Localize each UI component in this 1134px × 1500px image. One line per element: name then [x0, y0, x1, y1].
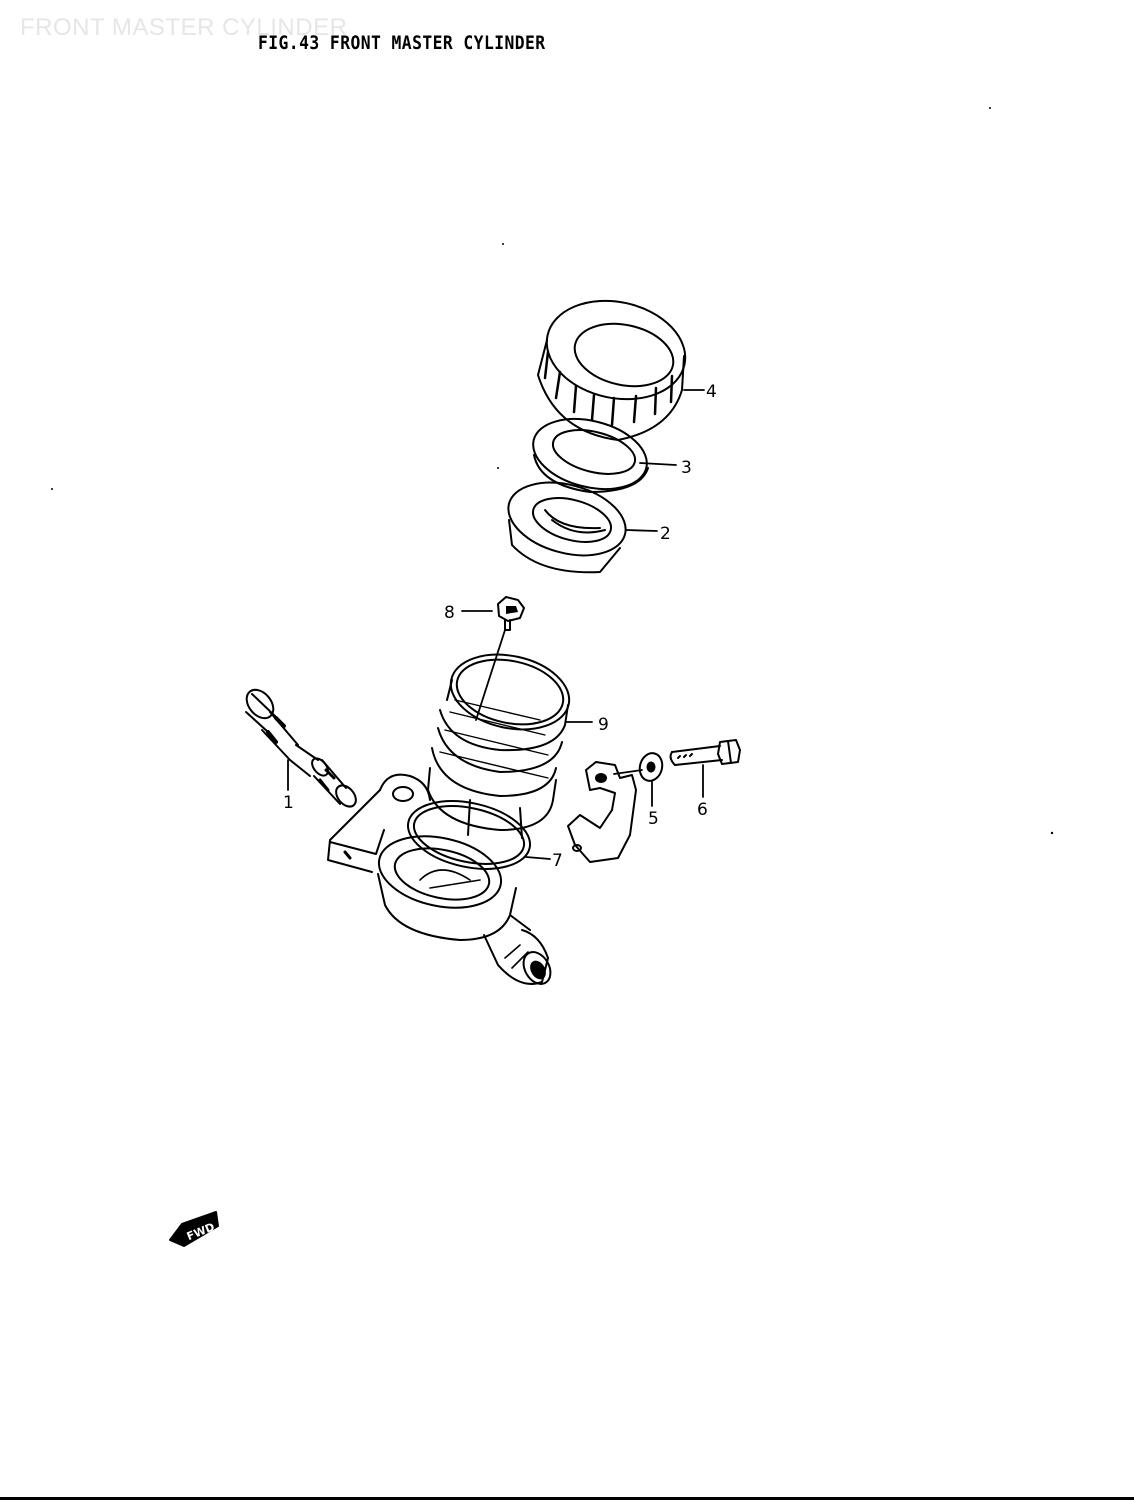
figure-title: FIG.43 FRONT MASTER CYLINDER	[258, 32, 546, 54]
forward-arrow-icon: FWD	[169, 1211, 219, 1247]
reservoir-cap-part	[537, 299, 687, 441]
bolt-part	[669, 739, 741, 766]
callout-6: 6	[697, 800, 708, 820]
watermark-text: FRONT MASTER CYLINDER	[20, 14, 348, 41]
callout-1: 1	[283, 793, 294, 813]
callout-9: 9	[598, 715, 609, 735]
callout-3: 3	[681, 458, 692, 478]
callout-2: 2	[660, 524, 671, 544]
piston-set-part	[245, 688, 357, 808]
o-ring-part	[406, 800, 532, 870]
scan-specks	[51, 107, 1054, 835]
figure-title-text: FRONT MASTER CYLINDER	[329, 32, 546, 54]
callout-7: 7	[552, 851, 563, 871]
screw-part	[497, 596, 525, 631]
callout-5: 5	[648, 809, 659, 829]
clamp-bracket-part	[567, 761, 637, 863]
leader-lines	[287, 389, 705, 860]
reservoir-part	[427, 653, 571, 839]
callout-labels: 1 2 3 4 5 6 7 8 9	[283, 382, 717, 871]
washer-part	[638, 752, 664, 782]
callout-8: 8	[444, 603, 455, 623]
diaphragm-part	[507, 481, 627, 574]
master-cylinder-body-part	[327, 773, 552, 985]
figure-number: FIG.43	[258, 32, 320, 54]
callout-4: 4	[706, 382, 717, 402]
bottom-rule	[0, 1497, 1134, 1500]
